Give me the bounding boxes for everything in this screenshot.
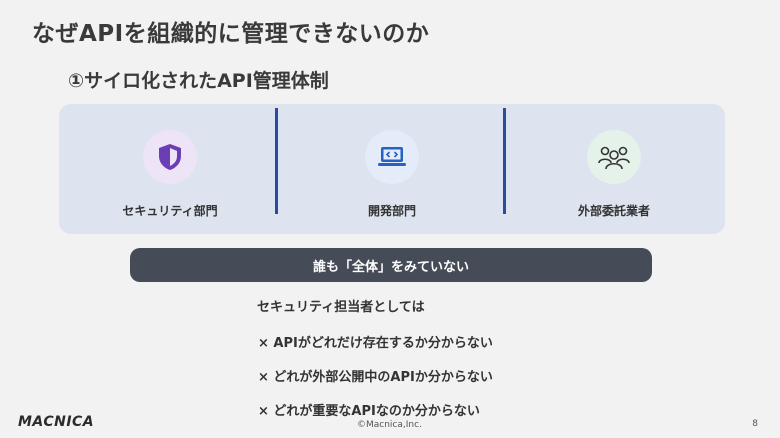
page-number: 8 [752,419,758,429]
point-item-3: × どれが重要なAPIなのか分からない [258,404,480,419]
laptop-code-icon [378,147,406,166]
divider-1 [275,108,278,214]
security-icon-circle [143,130,197,184]
silo-security: セキュリティ部門 [59,104,281,234]
slide-subtitle: ①サイロ化されたAPI管理体制 [68,70,329,92]
contractor-icon-circle [587,130,641,184]
points-heading: セキュリティ担当者としては [257,300,425,315]
silo-development-label: 開発部門 [367,204,416,218]
silo-contractor: 外部委託業者 [503,104,725,234]
silo-development: 開発部門 [281,104,503,234]
users-icon [598,146,630,170]
silo-panel: セキュリティ部門 開発部門 [59,104,725,234]
macnica-logo: MACNICA [18,414,95,430]
slide-title: なぜAPIを組織的に管理できないのか [32,21,430,47]
silo-contractor-label: 外部委託業者 [577,204,650,218]
divider-2 [503,108,506,214]
silo-security-label: セキュリティ部門 [122,204,218,218]
key-message-banner: 誰も「全体」をみていない [130,248,652,282]
point-item-2: × どれが外部公開中のAPIか分からない [258,370,493,385]
copyright: ©Macnica,Inc. [357,420,422,430]
shield-icon [159,144,181,170]
development-icon-circle [365,130,419,184]
point-item-1: × APIがどれだけ存在するか分からない [258,336,493,351]
